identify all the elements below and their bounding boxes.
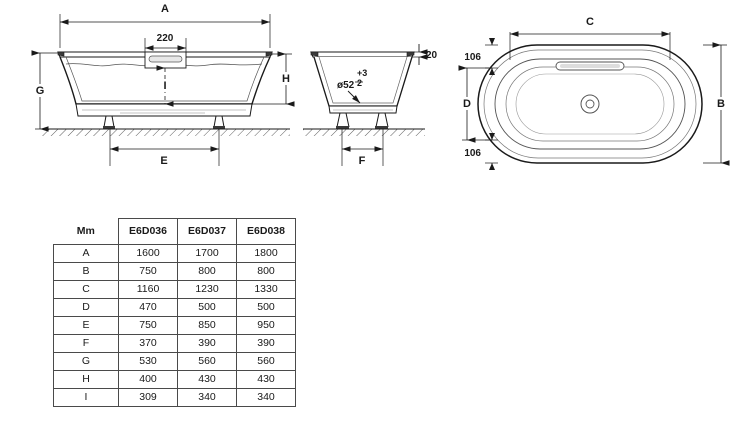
tub-rim-side — [310, 51, 415, 58]
dimension-value-106-bottom: 106 — [464, 148, 481, 159]
spec-value-d-2: 500 — [236, 298, 296, 317]
spec-table-container: Mm E6D036 E6D037 E6D038 A 1600 1700 1800… — [53, 218, 296, 407]
spec-value-h-0: 400 — [118, 370, 178, 389]
spec-value-a-0: 1600 — [118, 244, 178, 263]
tub-inner-profile-side — [318, 56, 408, 104]
spec-value-e-0: 750 — [118, 316, 178, 335]
dimension-label-d: D — [463, 98, 471, 110]
tub-foot-right — [213, 115, 225, 128]
spec-table-column-header-2: E6D038 — [236, 218, 296, 245]
spec-table-header-row: Mm E6D036 E6D037 E6D038 — [53, 218, 296, 245]
table-row: E 750 850 950 — [53, 316, 296, 335]
overflow-slot — [148, 55, 183, 63]
table-row: G 530 560 560 — [53, 352, 296, 371]
spec-value-b-0: 750 — [118, 262, 178, 281]
spec-row-label-g: G — [53, 352, 119, 371]
spec-value-a-1: 1700 — [177, 244, 237, 263]
dimension-label-g: G — [36, 85, 45, 97]
tub-bowl-base-plan — [515, 73, 665, 135]
dimension-label-b: B — [717, 98, 725, 110]
tub-bowl-edge-plan — [494, 58, 686, 150]
spec-value-g-2: 560 — [236, 352, 296, 371]
spec-row-label-f: F — [53, 334, 119, 353]
dimension-value-220: 220 — [157, 33, 174, 44]
floor-hatch-front — [42, 129, 290, 136]
spec-value-b-2: 800 — [236, 262, 296, 281]
spec-value-c-0: 1160 — [118, 280, 178, 299]
front-elevation-view: A 220 — [31, 3, 295, 167]
dimension-label-e: E — [160, 155, 167, 167]
table-row: C 1160 1230 1330 — [53, 280, 296, 299]
dimension-label-f: F — [359, 155, 366, 167]
spec-table-head: Mm E6D036 E6D037 E6D038 — [53, 218, 296, 245]
tolerance-plus-value: +3 — [357, 68, 367, 78]
side-elevation-view: ø52 +3 2 20 F — [303, 44, 438, 167]
spec-value-a-2: 1800 — [236, 244, 296, 263]
floor-hatch-side — [303, 129, 425, 136]
drain-outer-circle — [580, 94, 600, 114]
spec-table-body: A 1600 1700 1800 B 750 800 800 C 1160 12… — [53, 244, 296, 407]
spec-value-g-1: 560 — [177, 352, 237, 371]
dimension-spec-table: Mm E6D036 E6D037 E6D038 A 1600 1700 1800… — [53, 218, 296, 407]
table-row: H 400 430 430 — [53, 370, 296, 389]
spec-table-column-header-1: E6D037 — [177, 218, 237, 245]
tub-foot-side-left — [336, 112, 350, 128]
tub-outer-profile-side — [313, 56, 413, 107]
spec-row-label-b: B — [53, 262, 119, 281]
waste-diameter-value: ø52 — [337, 80, 355, 91]
spec-value-c-1: 1230 — [177, 280, 237, 299]
table-row: I 309 340 340 — [53, 388, 296, 407]
dimension-label-h: H — [282, 73, 290, 85]
table-row: F 370 390 390 — [53, 334, 296, 353]
spec-value-b-1: 800 — [177, 262, 237, 281]
spec-value-f-1: 390 — [177, 334, 237, 353]
tub-rim-inner-edge-plan — [483, 49, 697, 159]
spec-value-i-1: 340 — [177, 388, 237, 407]
tub-base-side — [328, 105, 398, 114]
spec-row-label-h: H — [53, 370, 119, 389]
spec-value-d-0: 470 — [118, 298, 178, 317]
spec-value-e-2: 950 — [236, 316, 296, 335]
tub-foot-left — [103, 115, 115, 128]
spec-value-h-2: 430 — [236, 370, 296, 389]
dimension-label-c: C — [586, 16, 594, 28]
table-row: A 1600 1700 1800 — [53, 244, 296, 263]
tub-foot-side-right — [375, 112, 389, 128]
spec-row-label-d: D — [53, 298, 119, 317]
spec-row-label-e: E — [53, 316, 119, 335]
spec-value-c-2: 1330 — [236, 280, 296, 299]
table-row: B 750 800 800 — [53, 262, 296, 281]
spec-value-f-2: 390 — [236, 334, 296, 353]
spec-row-label-c: C — [53, 280, 119, 299]
tolerance-minus-value: 2 — [357, 78, 362, 88]
spec-value-e-1: 850 — [177, 316, 237, 335]
spec-value-i-2: 340 — [236, 388, 296, 407]
dimension-label-a: A — [161, 3, 169, 15]
spec-value-f-0: 370 — [118, 334, 178, 353]
spec-value-d-1: 500 — [177, 298, 237, 317]
plan-top-view: C B D 106 — [458, 16, 730, 170]
spec-table-unit-header: Mm — [53, 218, 119, 245]
dimension-value-106-top: 106 — [464, 52, 481, 63]
tub-outline-plan — [477, 44, 703, 164]
table-row: D 470 500 500 — [53, 298, 296, 317]
spec-value-g-0: 530 — [118, 352, 178, 371]
dimension-label-i: I — [163, 80, 166, 92]
spec-row-label-i: I — [53, 388, 119, 407]
spec-value-i-0: 309 — [118, 388, 178, 407]
technical-drawing-canvas: A 220 — [31, 3, 730, 170]
spec-value-h-1: 430 — [177, 370, 237, 389]
waste-leader-line — [347, 90, 361, 104]
spec-row-label-a: A — [53, 244, 119, 263]
dimension-value-20: 20 — [426, 50, 438, 61]
drain-inner-circle — [585, 99, 595, 109]
spec-table-column-header-0: E6D036 — [118, 218, 178, 245]
